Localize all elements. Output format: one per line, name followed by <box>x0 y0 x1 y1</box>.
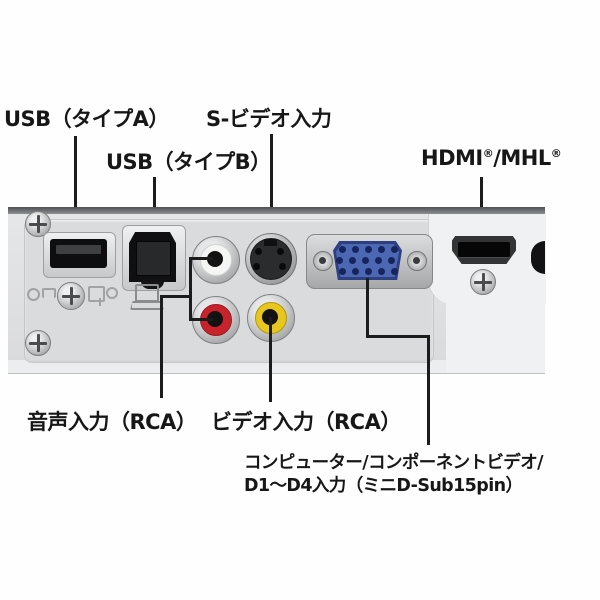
phillips-screw-bottom-left <box>25 330 51 356</box>
vga-pin <box>349 257 356 264</box>
vga-leader-v1 <box>366 278 369 338</box>
phillips-screw-panel <box>57 282 85 310</box>
side-jack-partial <box>531 241 545 274</box>
label-hdmi-mhl: HDMI®/MHL® <box>421 146 562 170</box>
label-usb-type-a: USB（タイプA） <box>4 107 169 131</box>
indicator-circle2-icon <box>106 287 118 299</box>
audio-leader-stub-white <box>189 257 213 260</box>
label-computer-input-line1: コンピューター/コンポーネントビデオ/ <box>244 453 543 473</box>
vga-pin <box>391 246 398 253</box>
label-audio-input-rca: 音声入力（RCA） <box>27 410 197 434</box>
vga-screw-hole-right <box>413 257 420 264</box>
s-video-key-notch <box>264 239 277 246</box>
label-video-input-rca: ビデオ入力（RCA） <box>211 410 401 434</box>
vga-screw-hole-left <box>319 257 326 264</box>
vga-pin <box>352 246 359 253</box>
s-video-pin-hole <box>253 263 260 270</box>
vga-pin <box>362 257 369 264</box>
vga-pin <box>378 268 385 275</box>
s-video-pin-hole <box>255 248 262 255</box>
s-video-leader-line <box>270 134 273 258</box>
usb-a-leader-line <box>74 136 77 252</box>
vga-leader-v2 <box>427 335 430 445</box>
projector-bottom-edge <box>8 360 545 374</box>
video-leader-line <box>269 317 272 402</box>
vga-pin <box>378 246 385 253</box>
phillips-screw-top-left <box>25 211 51 237</box>
label-usb-type-b: USB（タイプB） <box>106 150 271 174</box>
computer-icon-base <box>130 301 164 310</box>
vga-pin <box>391 268 398 275</box>
s-video-pin-hole <box>279 263 286 270</box>
rca-red-center <box>207 311 223 327</box>
s-video-pin-hole <box>277 248 284 255</box>
vga-pin <box>365 246 372 253</box>
audio-leader-mid <box>160 295 192 298</box>
remote-page-icon-tail <box>99 298 101 306</box>
hdmi-port-slot <box>458 242 510 258</box>
remote-page-icon <box>88 286 105 302</box>
vga-pin <box>352 268 359 275</box>
vga-pin <box>339 268 346 275</box>
computer-icon <box>135 284 159 302</box>
label-s-video-input: S-ビデオ入力 <box>206 107 332 131</box>
audio-leader-down <box>160 295 163 398</box>
usb-a-port <box>50 239 107 268</box>
vga-pin <box>375 257 382 264</box>
usb-b-inner <box>136 241 171 276</box>
projector-top-edge <box>8 207 545 214</box>
phillips-screw-hdmi <box>470 269 496 295</box>
rca-white-center <box>207 251 223 267</box>
usb-a-tongue <box>56 245 101 254</box>
bracket-icon <box>42 288 56 298</box>
hdmi-section-panel-lower <box>446 282 545 373</box>
vga-pin <box>339 246 346 253</box>
hdmi-port <box>452 236 516 264</box>
audio-leader-stub-red <box>189 318 213 321</box>
indicator-circle-icon <box>27 288 40 301</box>
vga-pin <box>336 257 343 264</box>
audio-leader-vertical <box>189 257 192 321</box>
label-computer-input-line2: D1～D4入力（ミニD-Sub15pin） <box>244 476 523 496</box>
usb-b-port <box>129 232 176 282</box>
vga-pin <box>388 257 395 264</box>
vga-pin <box>365 268 372 275</box>
vga-leader-h <box>366 335 430 338</box>
